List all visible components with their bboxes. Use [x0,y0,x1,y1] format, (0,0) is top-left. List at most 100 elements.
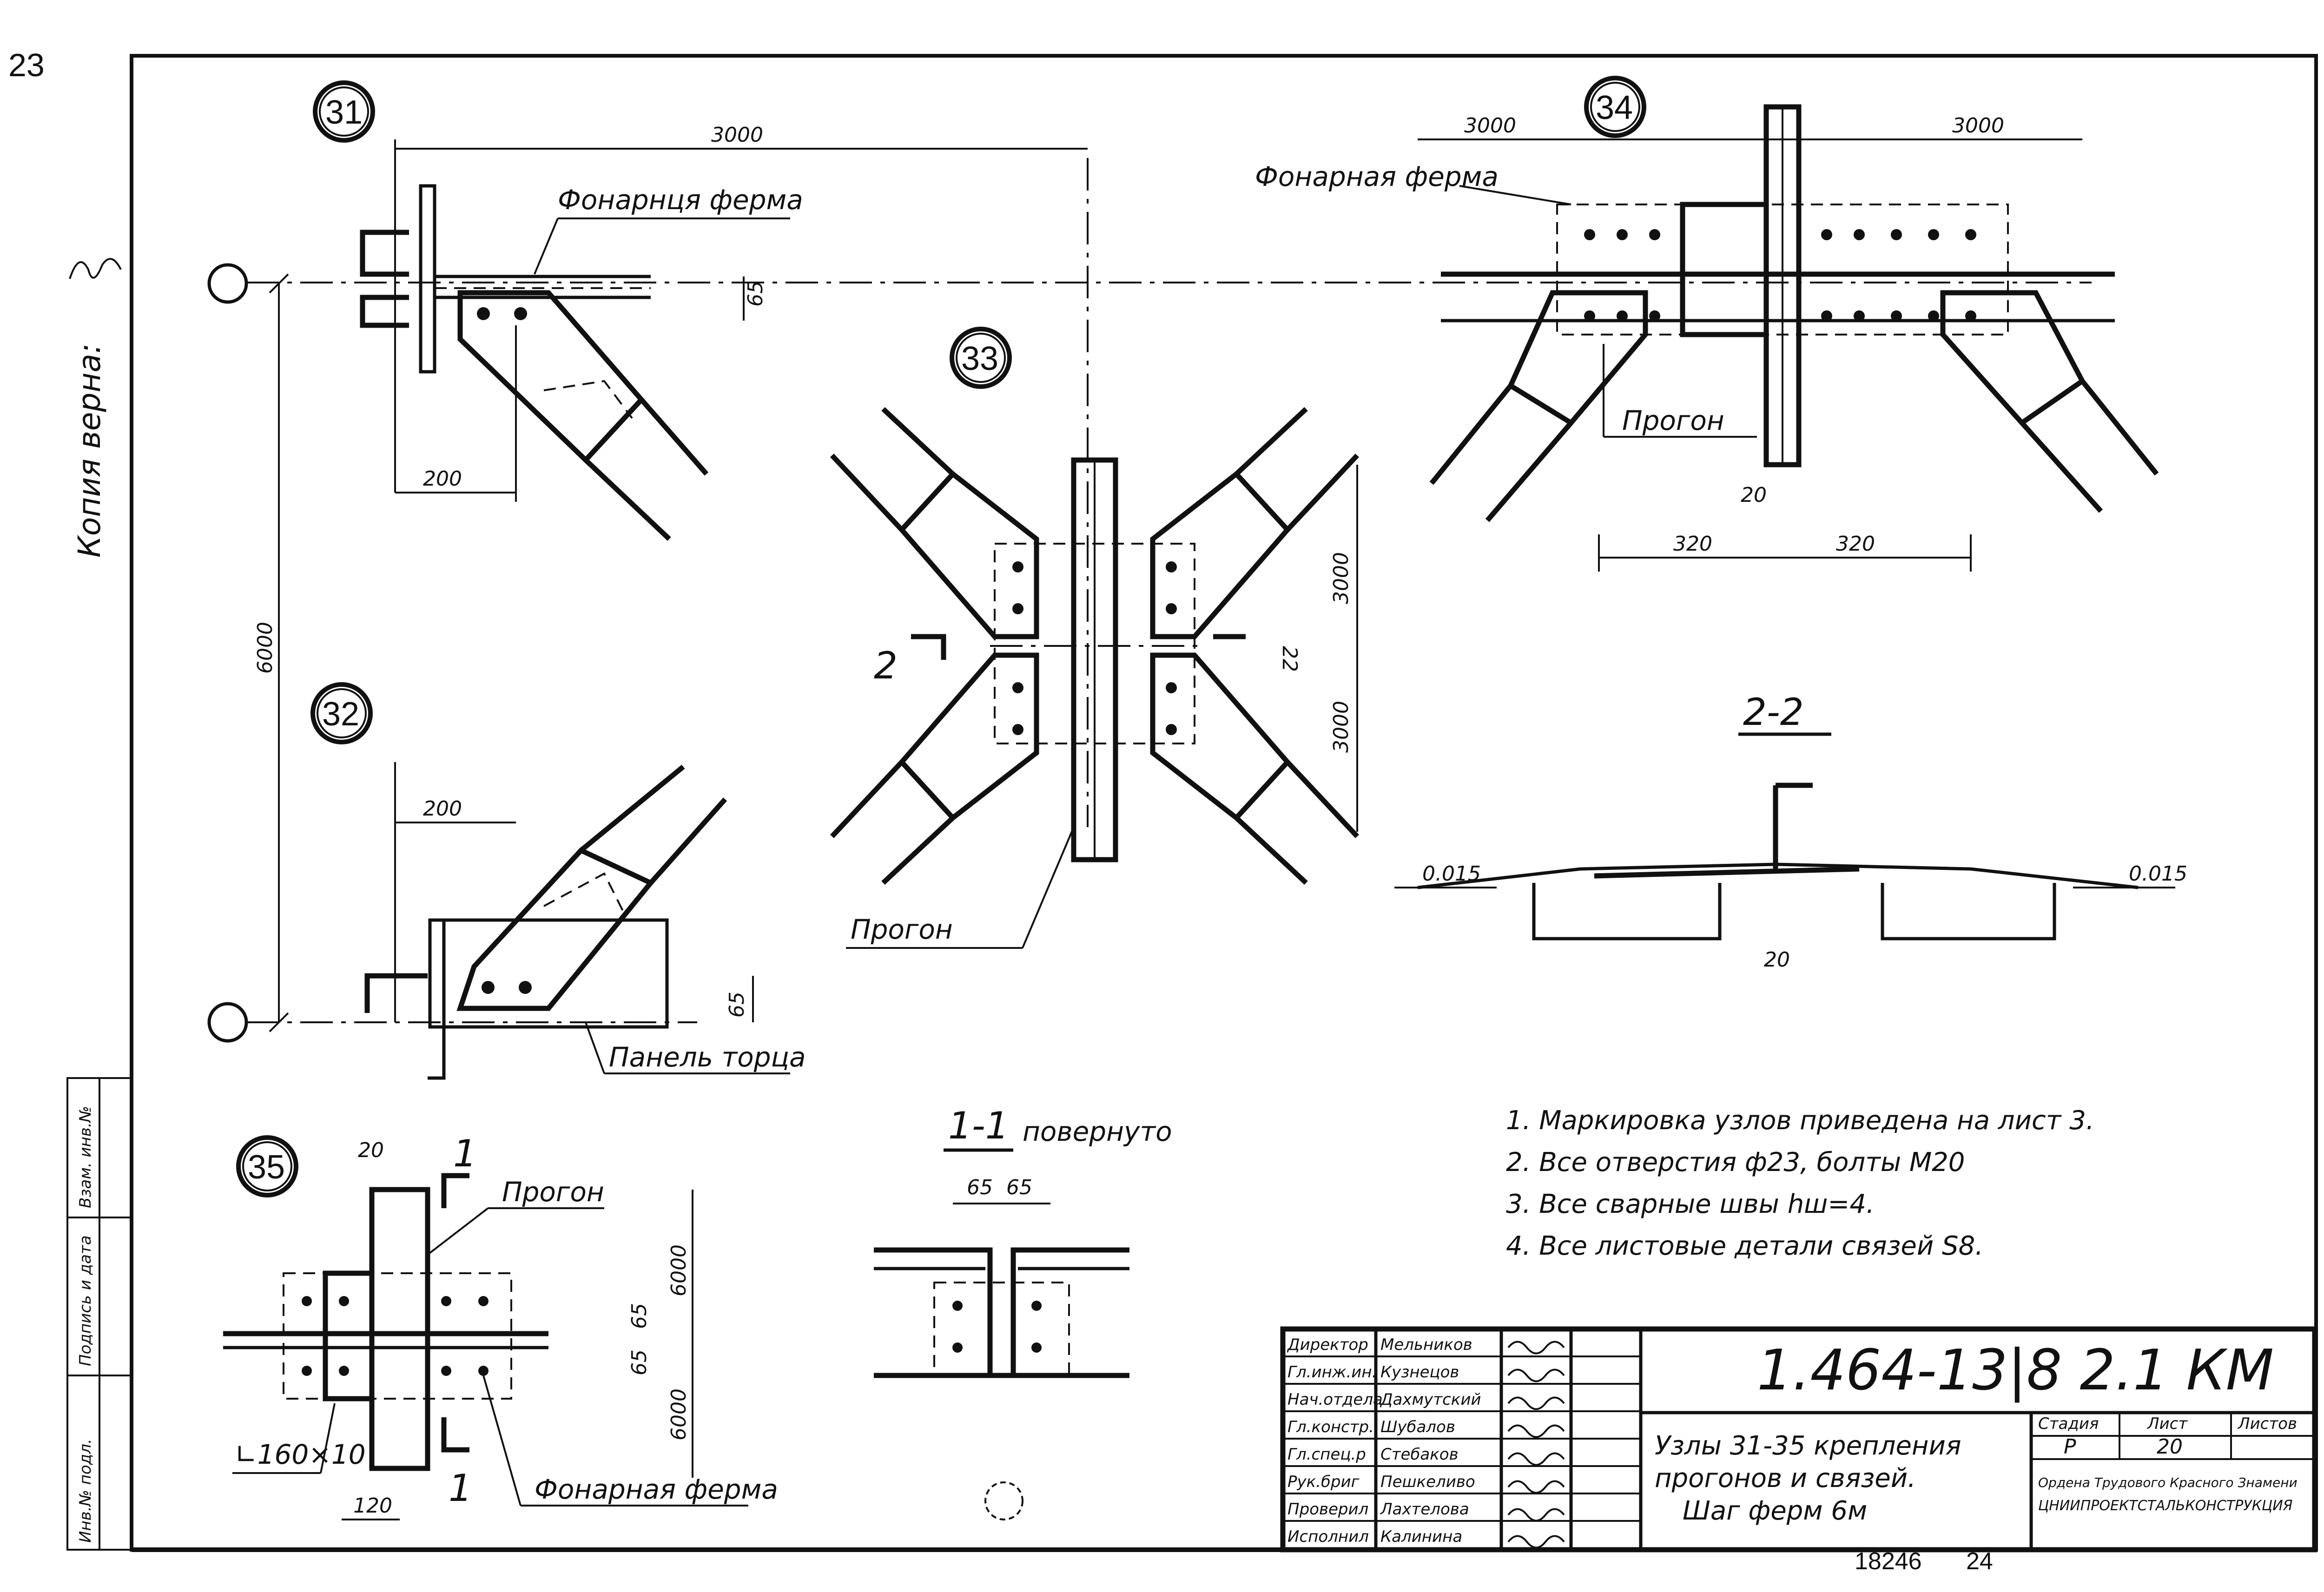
dim-3000-34a: 3000 [1464,114,1516,138]
tb-role-7: Исполнил [1287,1527,1369,1546]
tb-role-4: Гл.спец.р [1287,1445,1366,1464]
node-31-label: 31 [325,94,363,131]
dim-320-a: 320 [1673,532,1712,556]
section-1-1: 1-1 повернуто 65 65 [874,1104,1172,1520]
node-31: 31 Фонарнця ферма 65 200 [313,80,803,541]
section-2-2-title: 2-2 [1743,691,1804,734]
dim-20-22: 20 [1764,948,1790,972]
tb-title-2: прогонов и связей. [1655,1463,1916,1493]
slope-right: 0.015 [2129,862,2187,886]
tb-title-1: Узлы 31-35 крепления [1655,1431,1961,1461]
label-progon-34: Прогон [1622,405,1724,436]
dim-65-35b: 65 [627,1349,651,1375]
dim-3000-34b: 3000 [1952,114,2004,138]
axis-bubble-bottom [207,1002,248,1043]
tb-role-5: Рук.бриг [1287,1473,1360,1491]
dim-65-31: 65 [744,281,767,307]
dim-20-34: 20 [1741,483,1767,507]
dim-3000-33b: 3000 [1329,701,1353,753]
tb-stage-label: Стадия [2038,1414,2099,1433]
section-2-2: 2-2 0.015 0.015 20 [1394,691,2187,972]
footer-number-right: 24 [1966,1548,1993,1575]
label-fonarnaya-ferma-35: Фонарная ферма [535,1474,778,1505]
section-1-1-note: повернуто [1023,1116,1172,1147]
copy-signature [69,258,122,279]
node-32-bubble [310,682,373,744]
axis-bubble-top [207,263,248,304]
tb-name-5: Пешкеливо [1380,1473,1475,1491]
label-progon-35: Прогон [502,1176,604,1208]
section-1-1-title: 1-1 [948,1104,1009,1147]
dim-65-11b: 65 [1006,1176,1032,1199]
tb-name-4: Стебаков [1380,1445,1459,1464]
tb-stage: Р [2064,1435,2076,1459]
label-fonarnaya-ferma-34: Фонарная ферма [1255,161,1499,192]
label-fonarnaya-ferma-31: Фонарнця ферма [558,184,803,216]
dim-320-b: 320 [1836,532,1875,556]
note-3: 3. Все сварные швы hш=4. [1506,1189,1875,1219]
node-34-bubble [1584,76,1646,138]
tb-sheets-label: Листов [2237,1414,2297,1433]
tb-role-2: Нач.отдела [1287,1390,1383,1409]
tb-name-0: Мельников [1380,1335,1472,1354]
note-1: 1. Маркировка узлов приведена на лист 3. [1506,1105,2094,1136]
tb-name-6: Лахтелова [1380,1500,1469,1519]
stamp-vzam: Взам. инв.№ [76,1106,95,1208]
section-mark-2-left: 2 [874,644,898,687]
label-progon-33: Прогон [851,914,953,945]
node-33-bubble [950,327,1012,389]
node-32: 32 200 65 Панель торца [310,682,806,1080]
dim-3000-33a: 3000 [1329,552,1353,604]
node-35-bubble [236,1135,298,1197]
side-stamp: Инв.№ подл. Подпись и дата Взам. инв.№ [66,1077,132,1551]
dim-6000-35a: 6000 [667,1244,691,1296]
dim-65-11a: 65 [967,1176,993,1199]
notes: 1. Маркировка узлов приведена на лист 3.… [1506,1105,2094,1261]
tb-org-1: Ордена Трудового Красного Знамени [2038,1475,2298,1490]
tb-name-3: Шубалов [1380,1418,1455,1436]
tb-signatures [1507,1341,1565,1549]
note-2: 2. Все отверстия ф23, болты М20 [1506,1147,1965,1178]
stamp-inv-podl: Инв.№ подл. [76,1439,95,1543]
dim-20-35: 20 [358,1138,384,1162]
tb-role-0: Директор [1287,1335,1368,1354]
label-angle-35: ∟160×10 [235,1439,366,1470]
tb-name-1: Кузнецов [1380,1363,1459,1381]
dim-200-31: 200 [423,467,462,491]
note-4: 4. Все листовые детали связей S8. [1506,1231,1983,1261]
node-35-label: 35 [248,1149,285,1186]
tb-sheet: 20 [2157,1435,2183,1459]
node-31-bubble [313,80,375,143]
footer-number-left: 18246 [1855,1548,1922,1575]
node-32-label: 32 [322,696,359,733]
tb-org-2: ЦНИИПРОЕКТСТАЛЬКОНСТРУКЦИЯ [2038,1498,2293,1514]
dim-6000-35b: 6000 [667,1388,691,1441]
node-34-label: 34 [1596,89,1633,126]
dim-3000-top: 3000 [711,123,763,147]
tb-name-7: Калинина [1380,1527,1462,1546]
dim-6000-left: 6000 [253,622,277,674]
tb-role-6: Проверил [1287,1500,1368,1519]
section-mark-1-bottom: 1 [449,1467,472,1510]
dim-120-35: 120 [353,1494,392,1518]
node-34: 34 3000 3000 Фонарная ферма Прогон [1255,76,2159,572]
dim-200-32: 200 [423,797,462,821]
node-35: 35 1 1 Прогон ∟160×10 Фонарная ферма 20 … [223,1132,778,1520]
page-number: 23 [8,47,45,83]
title-block: Директор Гл.инж.ин. Нач.отдела Гл.констр… [1280,1326,2317,1553]
copy-stamp: Копия верна: [72,343,107,558]
tb-role-1: Гл.инж.ин. [1287,1363,1377,1381]
tb-sheet-label: Лист [2146,1414,2188,1433]
tb-name-2: Дахмутский [1380,1390,1481,1409]
tb-code: 1.464-13|8 2.1 КМ [1757,1338,2274,1403]
dim-65-32: 65 [725,992,749,1018]
label-panel-torca: Панель торца [609,1041,806,1073]
section-mark-1-top: 1 [453,1132,477,1175]
dim-65-35a: 65 [627,1303,651,1329]
tb-title-3: Шаг ферм 6м [1683,1496,1867,1526]
node-33-label: 33 [961,340,998,377]
dim-22: 22 [1278,646,1301,672]
stamp-podpis: Подпись и дата [76,1235,95,1366]
node-33: 33 2 22 3000 3000 Прогон [830,327,1360,949]
